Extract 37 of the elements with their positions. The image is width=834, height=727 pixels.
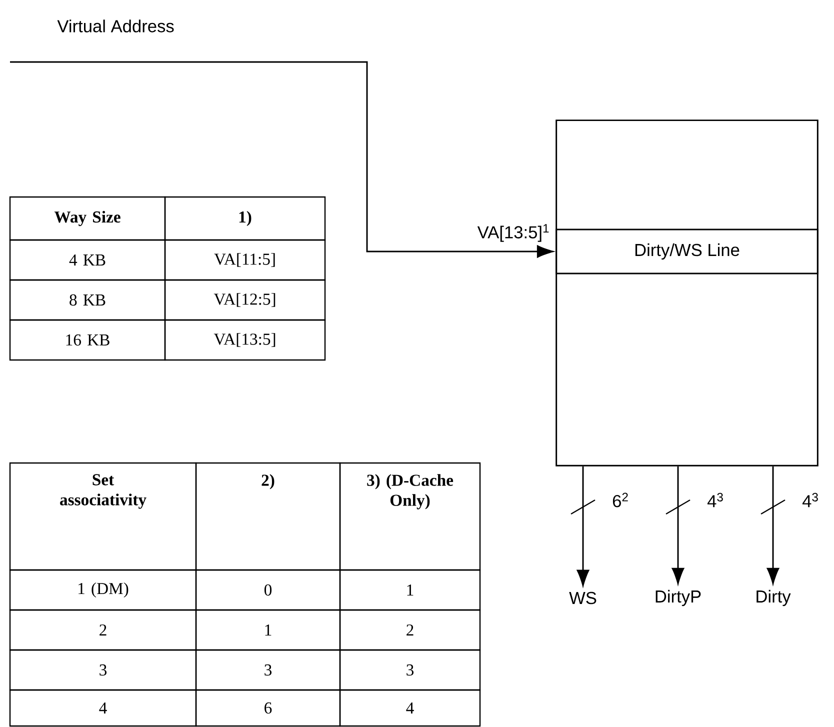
cache-array-box bbox=[556, 120, 818, 466]
table-cell: Set associativity bbox=[9, 462, 197, 571]
table-cell: 1) bbox=[164, 196, 326, 241]
table-cell: 6 bbox=[195, 689, 341, 727]
table-cell: 8 KB bbox=[9, 279, 166, 321]
table-cell: 4 KB bbox=[9, 239, 166, 281]
table-cell: VA[11:5] bbox=[164, 239, 326, 281]
edge-label: 4$^{3}$ bbox=[706, 492, 726, 508]
table-cell: 0 bbox=[195, 569, 341, 611]
table-cell: 3 bbox=[9, 649, 197, 691]
arrow bbox=[766, 466, 780, 584]
edge-label: 6$^{2}$ bbox=[610, 491, 630, 509]
table-cell: Way Size bbox=[9, 196, 166, 241]
title-label: Virtual Address bbox=[57, 20, 174, 32]
table-cell: 3 bbox=[339, 649, 481, 691]
signal-label: Dirty bbox=[756, 590, 791, 606]
table-cell: 2 bbox=[339, 609, 481, 651]
edge-label: VA[13:5]$^{1}$ bbox=[477, 224, 549, 242]
table-cell: 1 bbox=[195, 609, 341, 651]
arrow bbox=[576, 466, 590, 586]
signal-label: DirtyP bbox=[656, 590, 701, 606]
table-cell: VA[12:5] bbox=[164, 279, 326, 321]
table-cell: 4 bbox=[339, 689, 481, 727]
table-cell: 3) (D-Cache Only) bbox=[339, 462, 481, 571]
table-cell: 1 (DM) bbox=[9, 569, 197, 611]
arrow bbox=[10, 61, 554, 258]
signal-label: WS bbox=[569, 592, 596, 604]
table-cell: 2 bbox=[9, 609, 197, 651]
arrow bbox=[672, 466, 684, 584]
table-cell: 16 KB bbox=[9, 319, 166, 361]
table-cell: 1 bbox=[339, 569, 481, 611]
table-cell: 2) bbox=[195, 462, 341, 571]
table-cell: VA[13:5] bbox=[164, 319, 326, 361]
table-cell: 3 bbox=[195, 649, 341, 691]
table-cell: 4 bbox=[9, 689, 197, 727]
cache-line-row: Dirty/WS Line bbox=[556, 228, 818, 274]
edge-label: 4$^{3}$ bbox=[800, 492, 820, 508]
